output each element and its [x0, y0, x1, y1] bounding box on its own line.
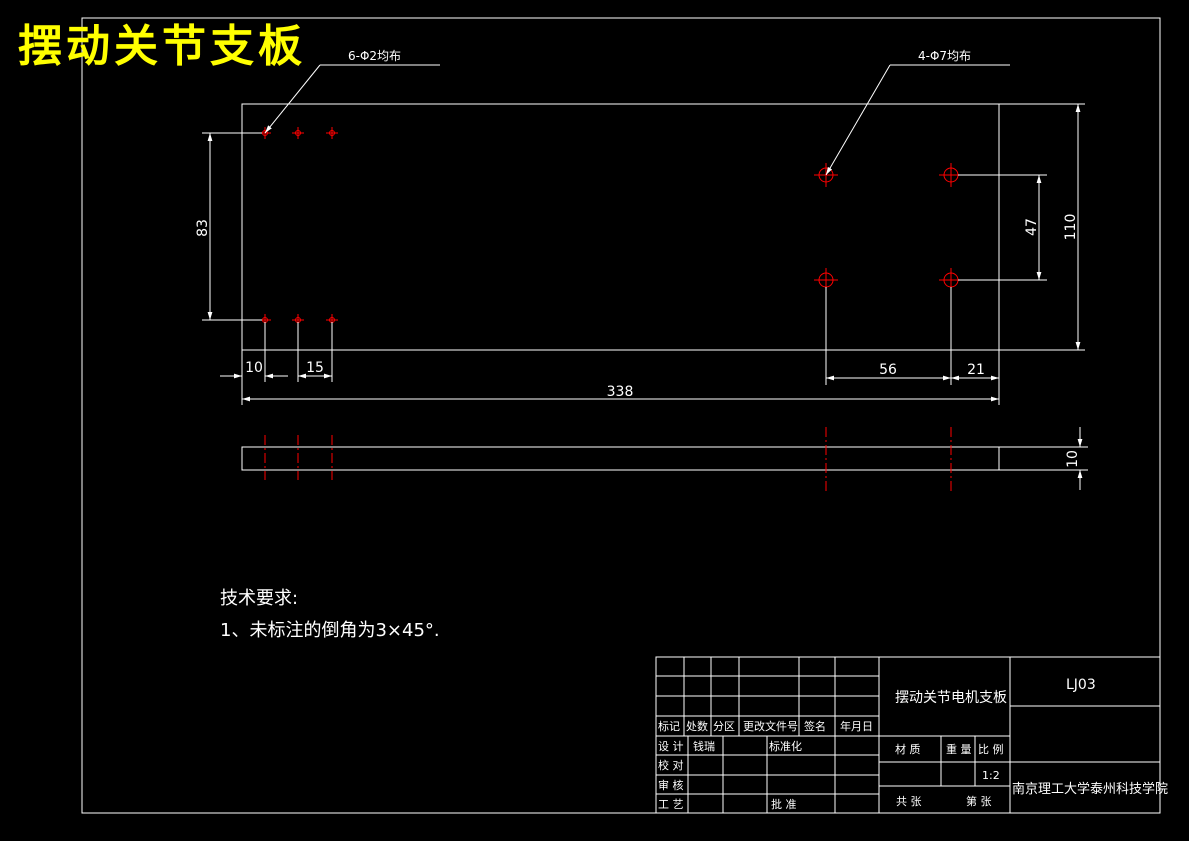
- large-holes: [814, 163, 963, 292]
- page-title: 摆动关节支板: [18, 21, 306, 72]
- callout-leaders: [264, 64, 1010, 176]
- tb-scale-value: 1:2: [982, 769, 1000, 782]
- tb-header-mark: 标记: [658, 719, 680, 733]
- tb-header-count: 处数: [686, 720, 708, 733]
- tb-row-design: 设 计: [658, 740, 684, 753]
- dim-47: 47: [1024, 218, 1040, 236]
- tb-standardization: 标准化: [769, 739, 802, 753]
- title-block-text: 标记 处数 分区 更改文件号 签名 年月日 设 计 钱瑞 标准化 校 对 审 核…: [658, 719, 1168, 811]
- dim-21: 21: [967, 362, 985, 378]
- tb-approve: 批 准: [771, 797, 797, 811]
- tb-row-review: 审 核: [658, 778, 684, 792]
- tb-header-signature: 签名: [804, 719, 826, 733]
- dim-83: 83: [195, 219, 211, 237]
- tb-material: 材 质: [895, 742, 921, 756]
- dim-56: 56: [879, 362, 897, 378]
- notes-heading: 技术要求:: [220, 588, 298, 609]
- small-holes: [259, 127, 338, 326]
- dimension-lines: [202, 104, 1081, 405]
- dim-10-left: 10: [245, 360, 263, 376]
- tb-part-name: 摆动关节电机支板: [895, 690, 1007, 706]
- tb-weight: 重 量: [946, 742, 972, 756]
- tb-designer: 钱瑞: [693, 739, 715, 753]
- drawing-frame: [81, 17, 1161, 814]
- tb-header-zone: 分区: [713, 720, 735, 733]
- side-view-hole-lines: [264, 427, 952, 492]
- notes-item-1: 1、未标注的倒角为3×45°.: [220, 620, 440, 641]
- callout-small-holes: 6-Φ2均布: [348, 49, 401, 63]
- plate-outline: [241, 103, 1085, 351]
- dim-338: 338: [607, 384, 634, 400]
- title-block: [655, 656, 1161, 814]
- dim-110: 110: [1063, 214, 1079, 241]
- tb-row-check: 校 对: [658, 758, 684, 772]
- tb-drawing-number: LJ03: [1066, 677, 1096, 693]
- tb-institution: 南京理工大学泰州科技学院: [1012, 781, 1168, 797]
- side-view: [241, 427, 1088, 490]
- dim-15: 15: [306, 360, 324, 376]
- dim-thickness: 10: [1065, 450, 1081, 468]
- tb-header-date: 年月日: [840, 719, 873, 733]
- tb-row-process: 工 艺: [658, 798, 684, 811]
- tb-scale-label: 比 例: [978, 742, 1004, 756]
- callout-large-holes: 4-Φ7均布: [918, 49, 971, 63]
- tb-sheet-num: 第 张: [966, 794, 992, 808]
- tb-sheets-total: 共 张: [896, 795, 922, 808]
- tb-header-change-doc: 更改文件号: [743, 719, 798, 733]
